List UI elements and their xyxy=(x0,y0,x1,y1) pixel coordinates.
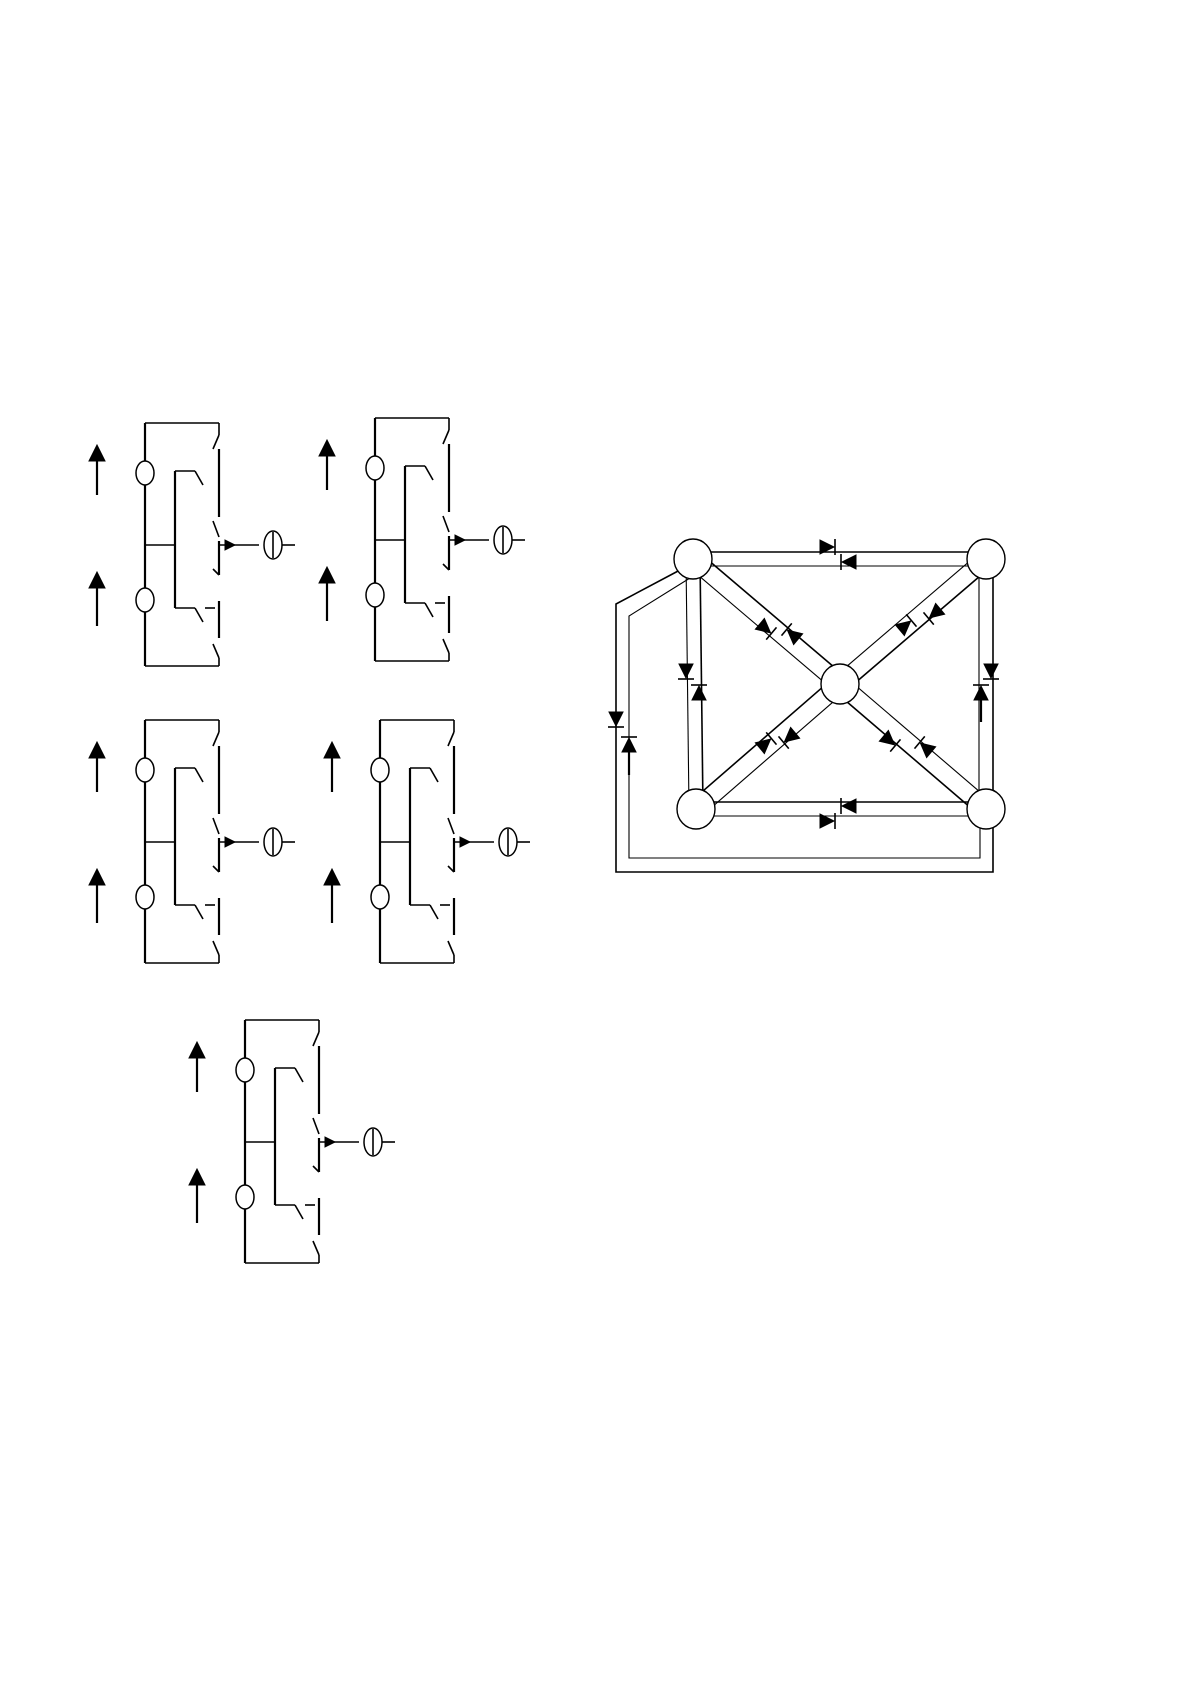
diode-triangle xyxy=(916,738,936,758)
diode-triangle xyxy=(780,727,800,747)
rail xyxy=(686,559,689,809)
node-top-right xyxy=(967,539,1005,579)
diode-triangle xyxy=(679,664,693,678)
rail xyxy=(690,677,834,802)
rail xyxy=(834,691,980,816)
diode-triangle xyxy=(692,686,706,700)
rail xyxy=(846,566,992,691)
link-bl-center xyxy=(690,677,846,816)
diode-icon xyxy=(778,727,800,749)
diode-icon xyxy=(841,798,856,814)
diode-triangle xyxy=(879,730,899,750)
diode-triangle xyxy=(783,625,803,645)
node-bottom-right xyxy=(967,789,1005,829)
diode-icon xyxy=(621,737,637,752)
diode-triangle xyxy=(842,799,856,813)
rail xyxy=(699,552,846,677)
diode-icon xyxy=(608,712,624,727)
node-top-left xyxy=(674,539,712,579)
diode-icon xyxy=(879,730,901,752)
diode-triangle xyxy=(842,555,856,569)
node-center xyxy=(821,664,859,704)
diode-icon xyxy=(983,664,999,679)
diode-icon xyxy=(691,685,707,700)
link-right xyxy=(979,559,993,809)
diode-icon xyxy=(914,736,936,758)
diode-icon xyxy=(678,664,694,679)
diode-icon xyxy=(820,813,835,829)
node-bottom-left xyxy=(677,789,715,829)
rail xyxy=(846,677,992,802)
diode-triangle xyxy=(622,738,636,752)
diode-triangle xyxy=(755,618,775,638)
diode-icon xyxy=(781,623,803,645)
diode-triangle xyxy=(609,712,623,726)
rail xyxy=(700,559,703,809)
diode-triangle xyxy=(974,686,988,700)
link-br-center xyxy=(834,677,992,816)
diode-icon xyxy=(841,554,856,570)
link-top xyxy=(693,552,986,566)
rail xyxy=(702,691,846,816)
diode-triangle xyxy=(895,616,915,636)
link-tl-center xyxy=(687,552,846,691)
diode-icon xyxy=(973,685,989,700)
diode-icon xyxy=(755,618,777,640)
diode-triangle xyxy=(984,664,998,678)
link-left xyxy=(686,559,703,809)
